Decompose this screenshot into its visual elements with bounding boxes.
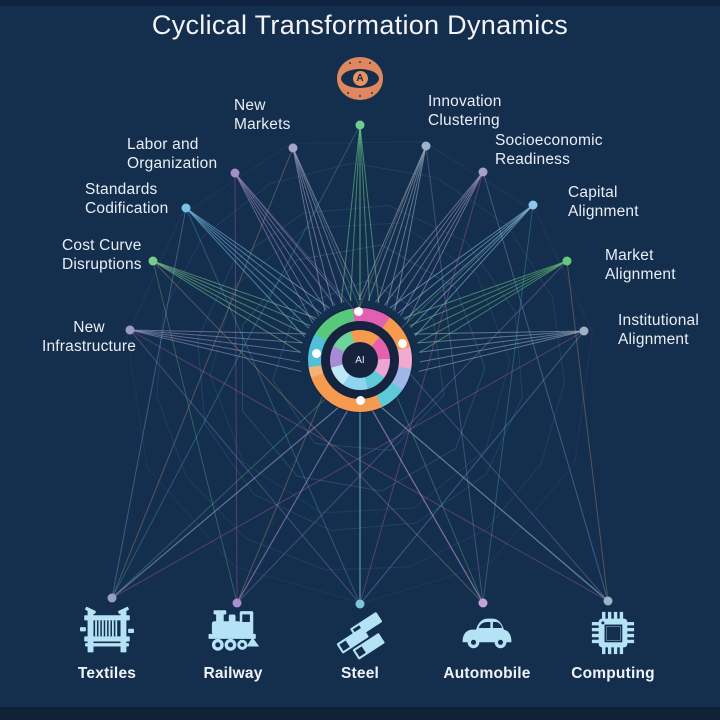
industry-railway: Railway: [168, 606, 298, 683]
hub-core: AI: [342, 342, 378, 378]
page-title: Cyclical Transformation Dynamics: [151, 10, 569, 40]
badge-letter: A: [352, 71, 368, 86]
node-label-capital-alignment: Capital Alignment: [568, 184, 639, 221]
hub-marker-dot: [398, 339, 407, 348]
hub-marker-dot: [354, 307, 363, 316]
ai-eye-badge: A: [337, 57, 383, 100]
hub-label: AI: [355, 354, 365, 366]
industry-textiles: Textiles: [42, 606, 172, 683]
node-label-cost-curve-disruptions: Cost Curve Disruptions: [62, 237, 142, 274]
badge-eye-lens: A: [341, 69, 379, 88]
node-label-socioeconomic-readiness: Socioeconomic Readiness: [495, 132, 603, 169]
badge-tick-marks: [359, 61, 361, 63]
industry-steel: Steel: [295, 606, 425, 683]
node-label-standards-codification: Standards Codification: [85, 181, 169, 218]
industry-label-railway: Railway: [203, 665, 263, 682]
industry-computing: Computing: [548, 606, 678, 683]
node-label-labor-and-organization: Labor and Organization: [127, 136, 218, 173]
hub-marker-dot: [312, 349, 321, 358]
microchip-icon: [591, 611, 635, 655]
node-label-new-markets: New Markets: [234, 97, 291, 134]
hub-marker-dot: [356, 396, 365, 405]
node-label-market-alignment: Market Alignment: [605, 247, 676, 284]
loom-icon: [80, 606, 134, 653]
top-edge-band: [0, 0, 720, 6]
steel-beams-icon: [336, 612, 385, 660]
industry-label-computing: Computing: [571, 665, 655, 682]
locomotive-icon: [208, 610, 260, 651]
industry-label-textiles: Textiles: [77, 665, 137, 682]
ai-hub-wheel: AI: [308, 307, 412, 412]
industry-label-automobile: Automobile: [443, 665, 531, 682]
bottom-edge-band: [0, 707, 720, 720]
node-label-innovation-clustering: Innovation Clustering: [428, 93, 502, 130]
industry-label-steel: Steel: [340, 665, 380, 682]
node-label-institutional-alignment: Institutional Alignment: [618, 312, 700, 349]
node-label-new-infrastructure: New Infrastructure: [41, 319, 137, 356]
car-icon: [462, 618, 512, 649]
industry-automobile: Automobile: [422, 606, 552, 683]
